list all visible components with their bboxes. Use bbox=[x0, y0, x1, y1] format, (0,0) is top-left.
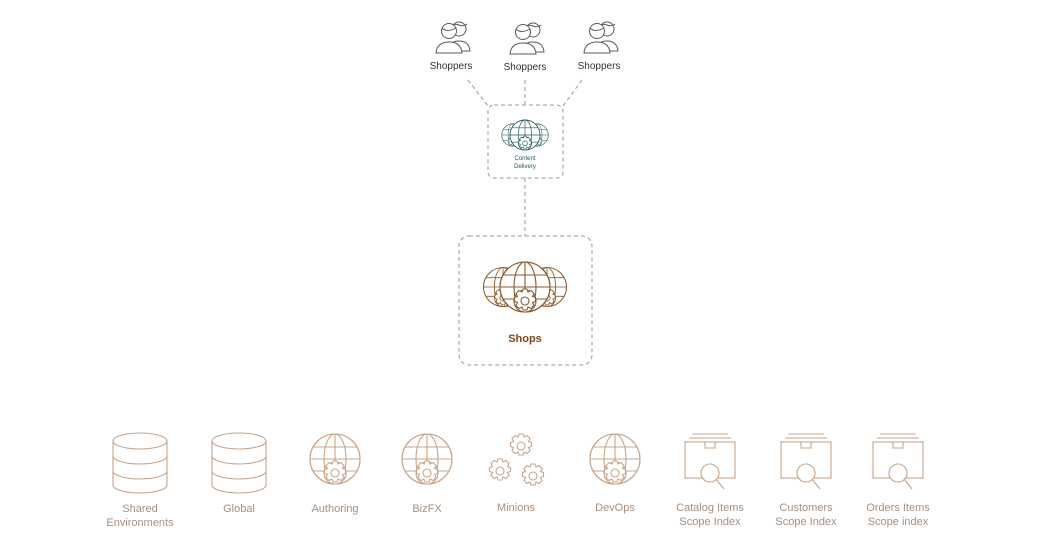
services-labels: Shared Environments Global Authoring Biz… bbox=[106, 502, 930, 529]
service-label-line1: Catalog Items bbox=[676, 502, 744, 514]
shoppers-icon bbox=[509, 22, 545, 55]
gears-icon bbox=[488, 433, 545, 486]
shops-label: Shops bbox=[508, 333, 542, 345]
database-icon bbox=[211, 432, 267, 494]
search-index-icon bbox=[872, 433, 924, 490]
shoppers-label: Shoppers bbox=[430, 61, 473, 72]
service-label-line2: Scope index bbox=[868, 516, 929, 528]
shopper-group-2: Shoppers bbox=[504, 22, 547, 73]
shoppers-icon bbox=[435, 21, 471, 54]
service-label-line1: Orders Items bbox=[866, 502, 930, 514]
shoppers-label: Shoppers bbox=[504, 62, 547, 73]
service-label-line1: Authoring bbox=[311, 503, 358, 515]
content-delivery-label-line2: Delivery bbox=[514, 164, 536, 170]
globe-gear-icon bbox=[309, 433, 361, 485]
content-delivery-label-line1: Content bbox=[514, 156, 535, 162]
search-index-icon bbox=[684, 433, 736, 490]
service-label-line2: Scope Index bbox=[679, 516, 741, 528]
shoppers-icon bbox=[583, 21, 619, 54]
service-label-line1: Customers bbox=[779, 502, 833, 514]
service-label-line1: Global bbox=[223, 503, 255, 515]
shops-node: Shops bbox=[483, 261, 567, 345]
globe-gear-icon bbox=[589, 433, 641, 485]
service-label-line2: Scope Index bbox=[775, 516, 837, 528]
globe-gear-icon bbox=[401, 433, 453, 485]
database-icon bbox=[112, 432, 168, 494]
shopper-group-3: Shoppers bbox=[578, 21, 621, 72]
service-label-line1: Shared bbox=[122, 503, 157, 515]
shops-globe-icon bbox=[483, 261, 567, 313]
service-label-line2: Environments bbox=[106, 517, 174, 529]
search-index-icon bbox=[780, 433, 832, 490]
service-label-line1: BizFX bbox=[412, 503, 442, 515]
shopper-group-1: Shoppers bbox=[430, 21, 473, 72]
service-label-line1: Minions bbox=[497, 502, 535, 514]
connector-lines bbox=[458, 79, 593, 366]
content-delivery-icon bbox=[501, 119, 549, 151]
content-delivery-node: Content Delivery bbox=[501, 119, 549, 170]
service-label-line1: DevOps bbox=[595, 502, 635, 514]
shoppers-label: Shoppers bbox=[578, 61, 621, 72]
services-icons bbox=[112, 432, 924, 494]
